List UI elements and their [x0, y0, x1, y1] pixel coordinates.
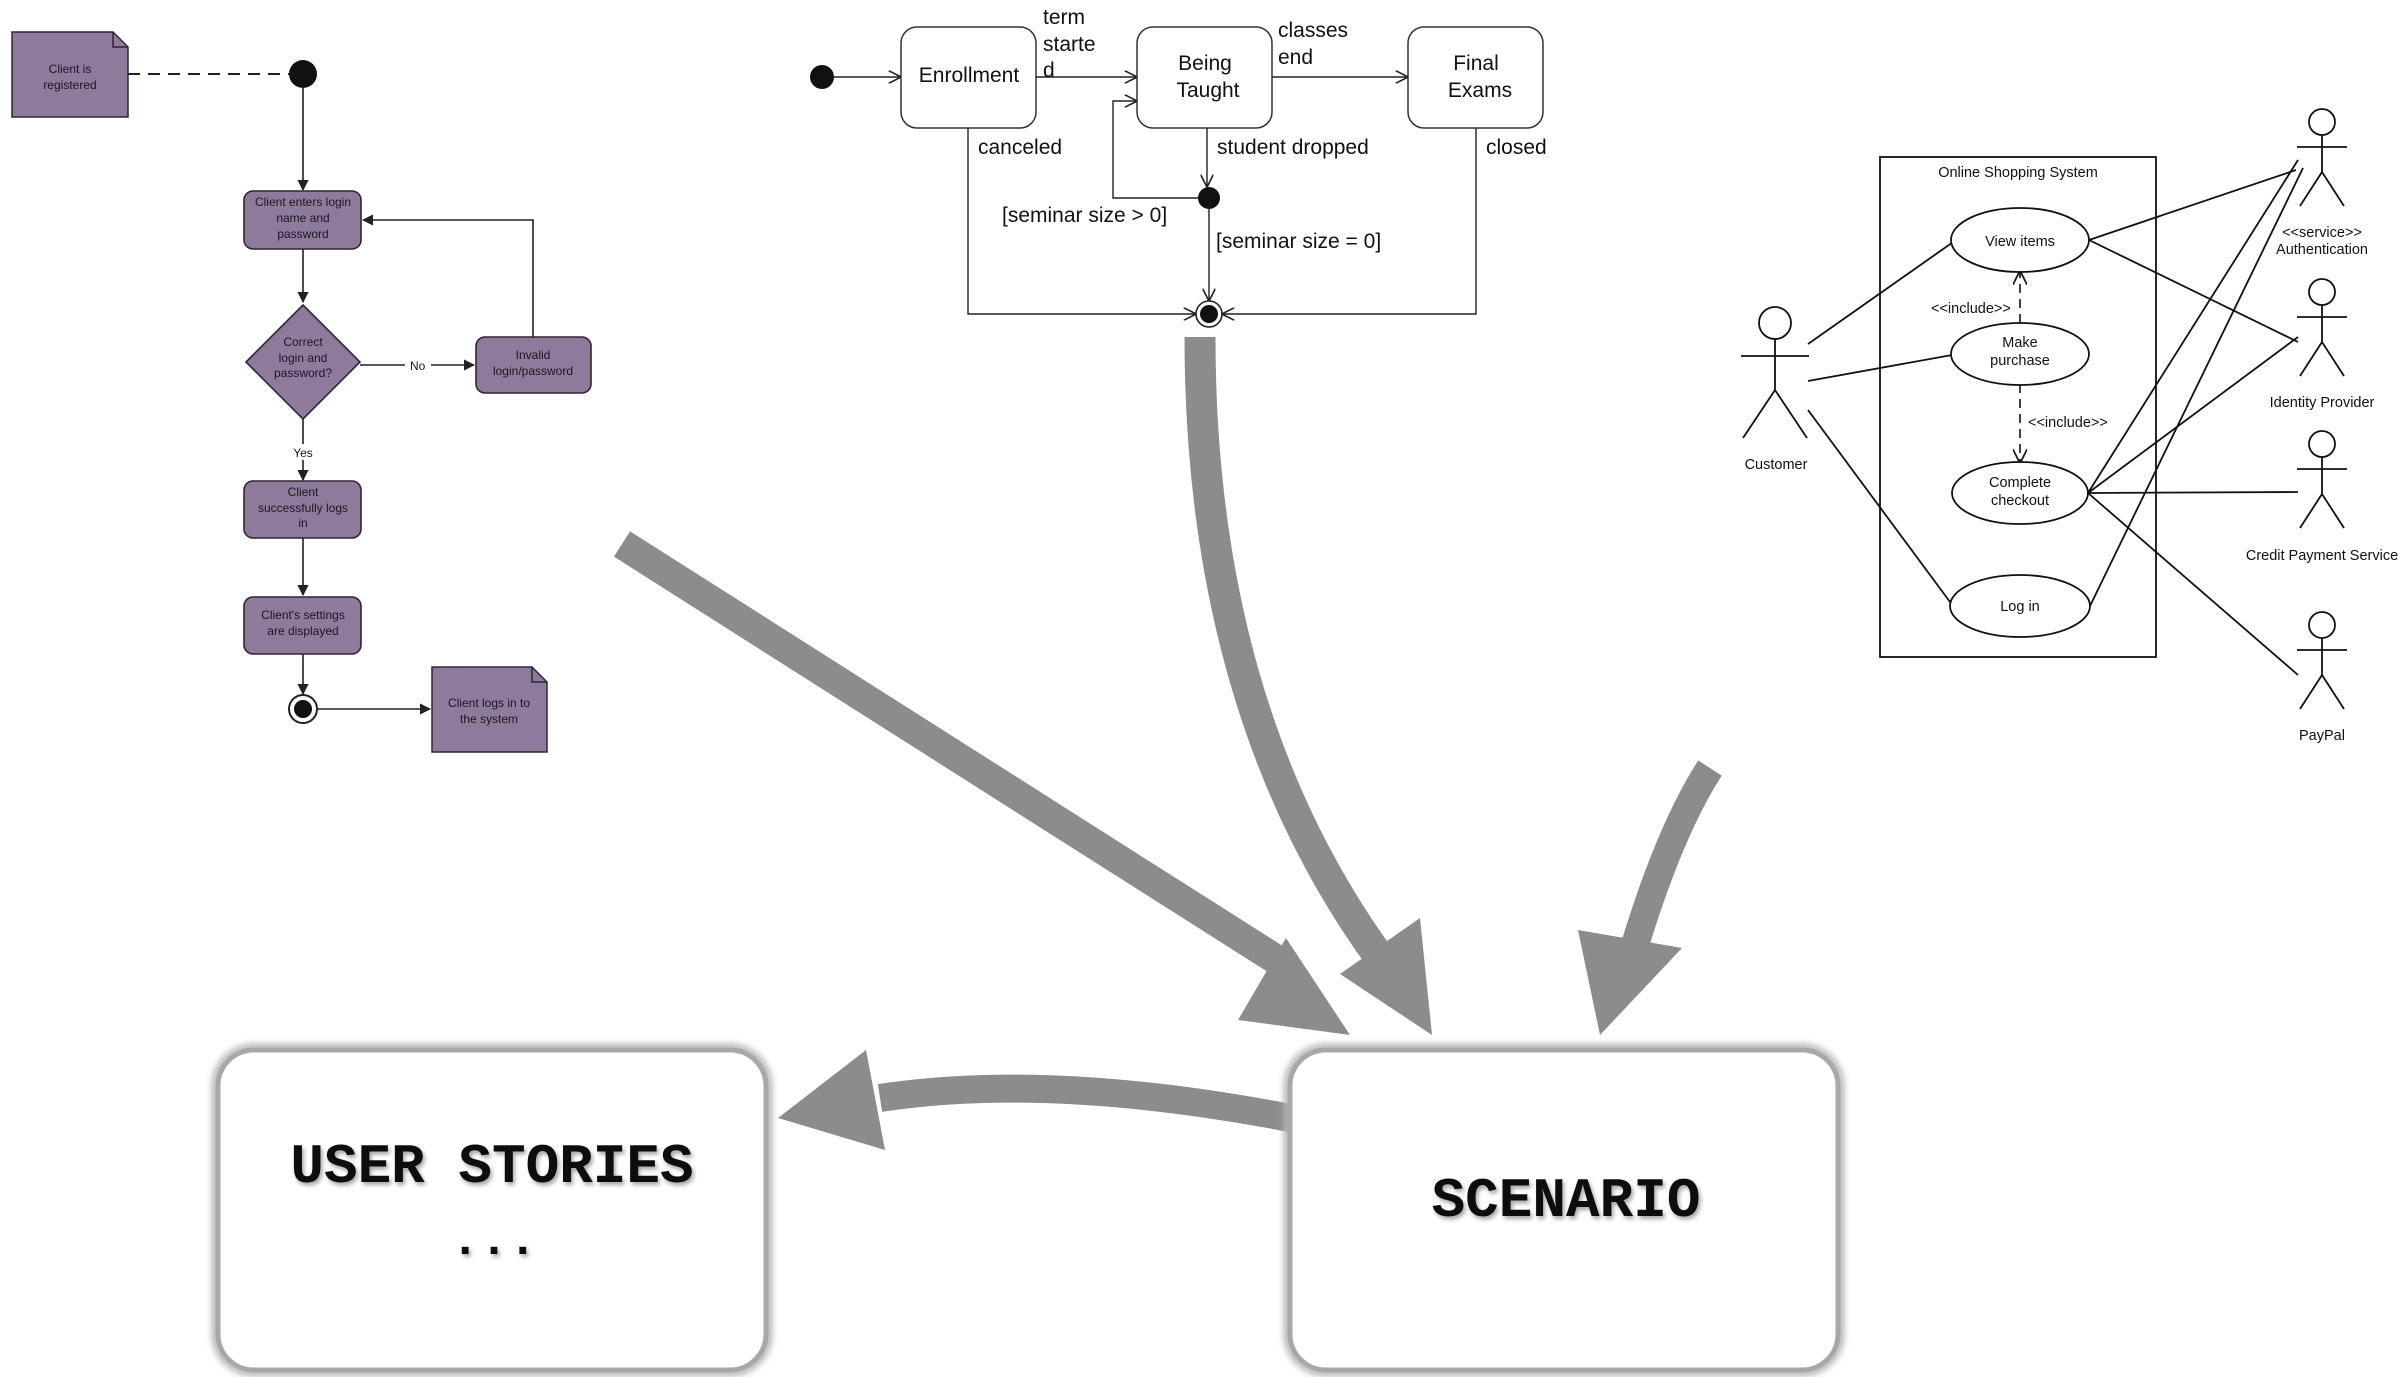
usecase-make-purchase-line1: Make [2002, 335, 2037, 351]
label-no: No [410, 359, 426, 373]
label-guard-eq: [seminar size = 0] [1216, 230, 1381, 253]
decision-line1: Correct [283, 335, 323, 349]
label-term-line3: d [1043, 59, 1055, 82]
usecase-complete-checkout: Complete checkout [1951, 461, 2089, 525]
flow-invalid-back [361, 214, 534, 337]
transition-canceled [967, 128, 1195, 314]
user-stories-box: USER STORIES ... [211, 1043, 773, 1377]
state-diagram: Enrollment term starte d Being Taught cl… [810, 6, 1547, 328]
note-end-line1: Client logs in to [448, 696, 530, 710]
note-client-registered-line1: Client is [49, 62, 92, 76]
state-final-node [1195, 300, 1223, 328]
label-closed: closed [1486, 136, 1547, 159]
state-final-exams-line2: Exams [1448, 79, 1512, 102]
actor-customer-label: Customer [1745, 457, 1808, 473]
invalid-line2: login/password [493, 364, 573, 378]
label-canceled: canceled [978, 136, 1062, 159]
step1-line3: password [277, 227, 328, 241]
label-guard-gt: [seminar size > 0] [1002, 204, 1167, 227]
actor-credit-payment-icon [2297, 430, 2347, 529]
actor-auth-label: Authentication [2276, 242, 2368, 258]
actor-identity-label: Identity Provider [2270, 395, 2375, 411]
label-term-line2: starte [1043, 33, 1096, 56]
label-classes: classes [1278, 19, 1348, 42]
step-login-success: Client successfully logs in [243, 480, 362, 539]
include-label-1: <<include>> [1931, 301, 2011, 317]
include-label-2: <<include>> [2028, 415, 2108, 431]
user-stories-ellipsis: ... [451, 1215, 537, 1269]
usecase-diagram: Online Shopping System <<include>> <<inc… [1741, 108, 2398, 744]
activity-initial-node [289, 60, 317, 88]
usecase-log-in-label: Log in [2000, 599, 2040, 615]
step-enter-credentials: Client enters login name and password [243, 190, 362, 250]
actor-customer-icon [1741, 306, 1809, 439]
state-being-taught [1136, 26, 1273, 129]
system-boundary [1879, 156, 2157, 658]
arrow-activity-to-scenario [613, 531, 1350, 1035]
step1-line2: name and [276, 211, 329, 225]
system-title: Online Shopping System [1938, 165, 2098, 181]
state-final-exams-line1: Final [1453, 52, 1499, 75]
arrow-state-to-scenario [1184, 336, 1432, 1035]
decision-correct-login: Correct login and password? [244, 303, 362, 421]
usecase-view-items: View items [1950, 207, 2090, 273]
actor-paypal-icon [2297, 611, 2347, 710]
decision-line3: password? [274, 366, 332, 380]
step-invalid-login: Invalid login/password [475, 336, 592, 394]
scenario-title: SCENARIO [1432, 1169, 1701, 1233]
transition-seminar-gt-zero [1112, 101, 1198, 199]
usecase-checkout-line1: Complete [1989, 475, 2051, 491]
usecase-make-purchase: Make purchase [1950, 322, 2090, 386]
actor-paypal-label: PayPal [2299, 728, 2345, 744]
note-client-registered: Client is registered [11, 31, 129, 118]
label-yes: Yes [293, 446, 313, 460]
state-choice-node [1198, 187, 1220, 209]
activity-diagram: Client is registered Client enters login… [11, 31, 592, 753]
state-initial-node [810, 65, 834, 89]
step2-line2: successfully logs [258, 501, 348, 515]
decision-line2: login and [279, 351, 328, 365]
usecase-log-in: Log in [1949, 574, 2091, 638]
actor-credit-label: Credit Payment Service [2246, 548, 2398, 564]
actor-identity-provider-icon [2297, 278, 2347, 377]
step3-line2: are displayed [267, 624, 338, 638]
label-student-dropped: student dropped [1217, 136, 1369, 159]
arrow-usecase-to-scenario [1578, 760, 1722, 1035]
scenario-box: SCENARIO [1283, 1043, 1845, 1377]
step3-line1: Client's settings [261, 608, 345, 622]
actor-authentication-icon [2297, 108, 2347, 207]
state-being-taught-line1: Being [1178, 52, 1232, 75]
step2-line3: in [298, 516, 307, 530]
arrow-scenario-to-user-stories [778, 1050, 1293, 1150]
label-end: end [1278, 46, 1313, 69]
step1-line1: Client enters login [255, 195, 351, 209]
state-enrollment-label: Enrollment [919, 64, 1020, 87]
usecase-checkout-line2: checkout [1991, 493, 2049, 509]
note-end-line2: the system [460, 712, 518, 726]
note-client-registered-line2: registered [43, 78, 96, 92]
state-final-exams [1407, 26, 1544, 129]
usecase-make-purchase-line2: purchase [1990, 353, 2050, 369]
actor-auth-stereotype: <<service>> [2282, 225, 2362, 241]
invalid-line1: Invalid [516, 348, 551, 362]
usecase-view-items-label: View items [1985, 234, 2055, 250]
step2-line1: Client [288, 485, 319, 499]
label-term-line1: term [1043, 6, 1085, 29]
user-stories-title: USER STORIES [290, 1135, 693, 1199]
step-settings-displayed: Client's settings are displayed [243, 596, 362, 655]
usecase-associations [1807, 159, 2304, 676]
note-client-logs-in: Client logs in to the system [431, 666, 548, 753]
transition-closed [1223, 128, 1477, 314]
state-being-taught-line2: Taught [1176, 79, 1239, 102]
activity-final-node [288, 694, 318, 724]
flow-arrows [613, 336, 1722, 1150]
